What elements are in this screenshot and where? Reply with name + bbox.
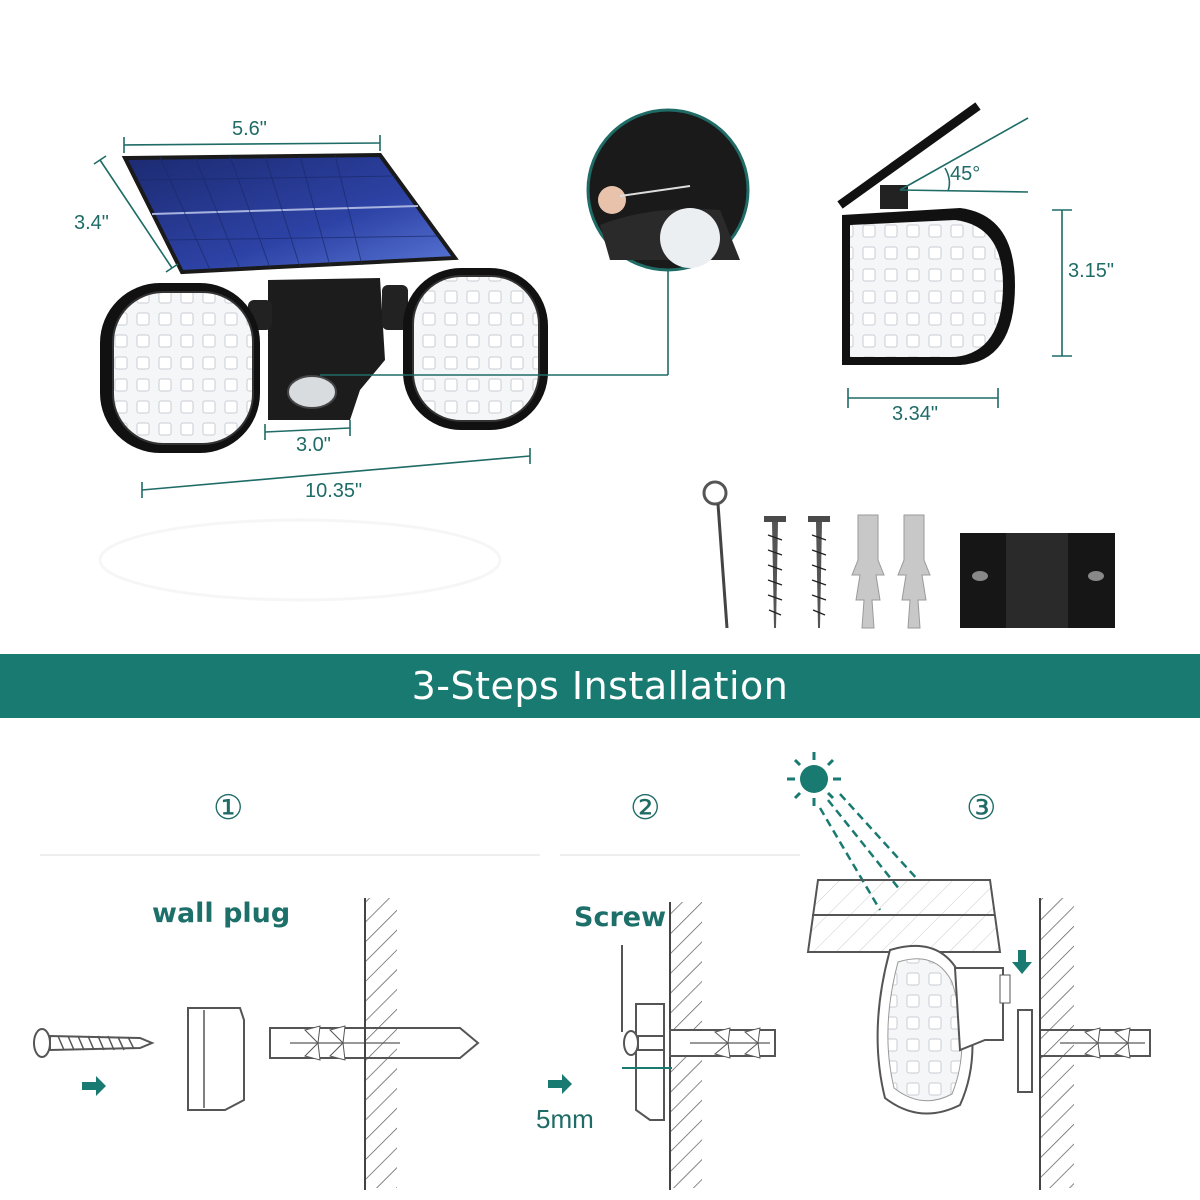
dimension-lines [93,135,669,498]
step-2-number: ② [630,788,661,828]
step-1-number: ① [213,788,244,828]
sensor-detail [586,108,750,272]
step-1-diagram [33,854,540,1190]
panel-depth-label: 3.4" [74,212,109,234]
side-width-label: 3.34" [892,403,939,425]
step-3-diagram [787,752,1151,1190]
lamp-base [248,278,408,420]
step-2-diagram [548,854,800,1190]
step-3-number: ③ [966,788,997,828]
base-width-label: 3.0" [296,434,331,456]
accessories [702,480,1115,629]
step-2-note: 5mm [536,1104,594,1134]
total-width-label: 10.35" [305,480,363,502]
reflection [98,518,502,602]
step-2-label: Screw [574,902,667,933]
tilt-angle-label: 45° [950,163,981,185]
side-view [837,102,1015,365]
side-dimension-lines [847,117,1072,408]
right-led-head [403,268,548,430]
installation-banner: 3-Steps Installation [0,654,1200,718]
left-led-head [100,283,260,453]
banner-title: 3-Steps Installation [411,664,789,708]
panel-width-label: 5.6" [232,118,267,140]
solar-panel [121,152,459,275]
step-1-label: wall plug [152,898,291,929]
side-height-label: 3.15" [1068,260,1115,282]
